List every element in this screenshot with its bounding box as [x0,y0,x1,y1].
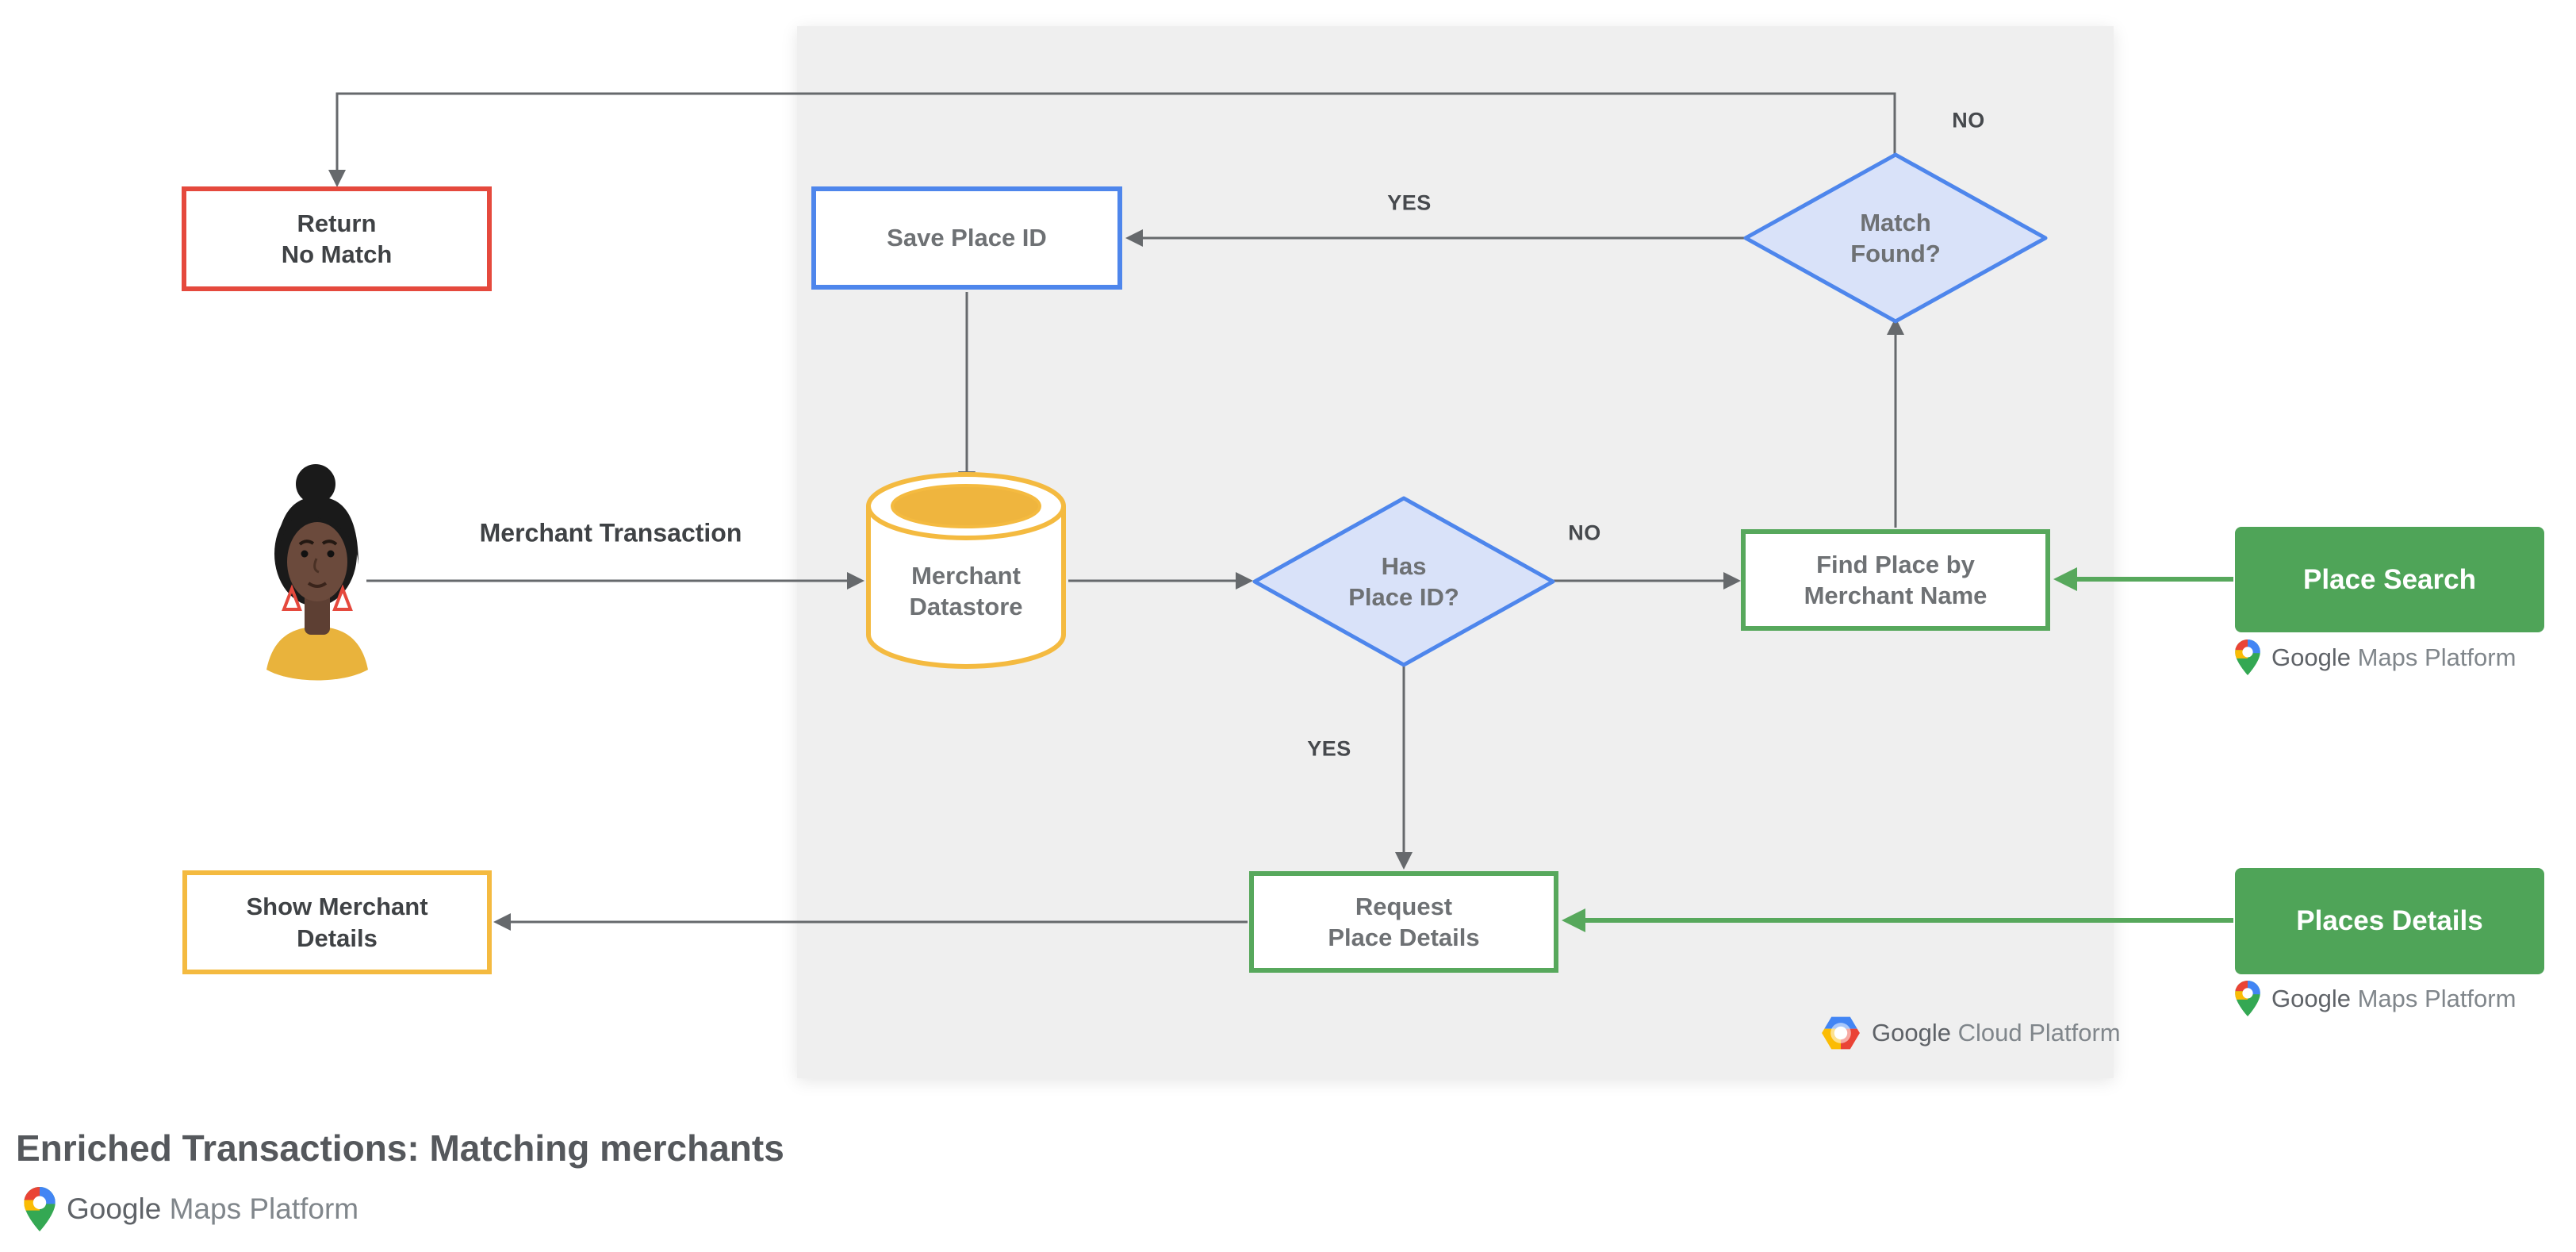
logo-google-word: Google [2271,643,2351,671]
page-title: Enriched Transactions: Matching merchant… [16,1127,784,1169]
avatar-nose [313,558,320,574]
logo-product-word: Maps Platform [2357,643,2517,671]
maps-pin-icon [2235,981,2260,1016]
avatar-hair-bun [296,464,335,504]
avatar-mouth [307,582,328,588]
yes-label-match-to-save: YES [1387,190,1432,215]
avatar-fringe [276,497,358,565]
arrowhead-into-datastore-left [847,572,864,590]
arrowhead-into-hasid [1236,572,1253,590]
match-found-diamond [1743,152,2048,324]
arrowhead-into-find [1723,572,1741,590]
merchant-transaction-label: Merchant Transaction [479,518,742,547]
avatar-eyebrow [321,540,338,546]
place-search-button: Place Search [2235,527,2544,632]
yes-label-hasid-to-request: YES [1307,736,1351,761]
no-label-match-loop: NO [1952,108,1985,132]
avatar-earring-left [282,584,302,611]
gcp-hexagon-icon [1822,1016,1860,1050]
merchant-datastore-label: Merchant Datastore [909,561,1023,620]
avatar-eye [327,550,335,558]
arrowhead-green-into-find [2053,567,2077,591]
no-label-hasid-to-find: NO [1568,520,1601,545]
logo-product-word: Cloud Platform [1957,1019,2121,1047]
avatar-shirt [266,627,368,681]
logo-google-word: Google [1872,1019,1951,1047]
logo-product-word: Maps Platform [2357,984,2517,1012]
logo-google-word: Google [2271,984,2351,1012]
arrowhead-green-into-request [1562,908,1585,932]
logo-google-word: Google [67,1192,162,1225]
save-place-id-box: Save Place ID [811,186,1122,290]
gcp-logo: Google Cloud Platform [1821,1016,2121,1050]
avatar-earring-right [332,584,353,611]
gmp-logo-text: Google Maps Platform [67,1192,358,1226]
has-place-id-label: Has Place ID? [1348,551,1459,611]
show-merchant-details-box: Show Merchant Details [182,870,492,974]
arrowhead-into-return [328,170,346,187]
return-no-match-box: Return No Match [182,186,492,291]
gmp-logo-places-details: Google Maps Platform [2235,981,2516,1016]
arrowhead-into-match [1887,317,1904,335]
request-place-details-box: Request Place Details [1249,871,1558,973]
arrowhead-into-save [1125,229,1143,247]
gmp-logo-place-search: Google Maps Platform [2235,639,2516,675]
logo-product-word: Maps Platform [169,1192,359,1225]
merchant-datastore-cylinder [866,472,1066,669]
places-details-button: Places Details [2235,868,2544,974]
user-avatar [266,464,368,681]
gmp-logo-text: Google Maps Platform [2271,643,2516,672]
gmp-logo-text: Google Maps Platform [2271,985,2516,1013]
arrowhead-into-request [1395,852,1413,870]
has-place-id-diamond [1252,496,1555,667]
avatar-eye [301,550,309,558]
maps-pin-icon [2235,639,2260,675]
avatar-face [287,522,347,601]
gmp-logo-footer: Google Maps Platform [24,1187,358,1231]
avatar-eyebrow [298,540,315,546]
maps-pin-icon [24,1187,56,1231]
find-place-box: Find Place by Merchant Name [1741,529,2050,631]
match-found-label: Match Found? [1850,208,1941,267]
gcp-logo-text: Google Cloud Platform [1872,1019,2121,1047]
arrowhead-into-show [493,913,511,931]
connector-no-loop [335,92,1896,171]
